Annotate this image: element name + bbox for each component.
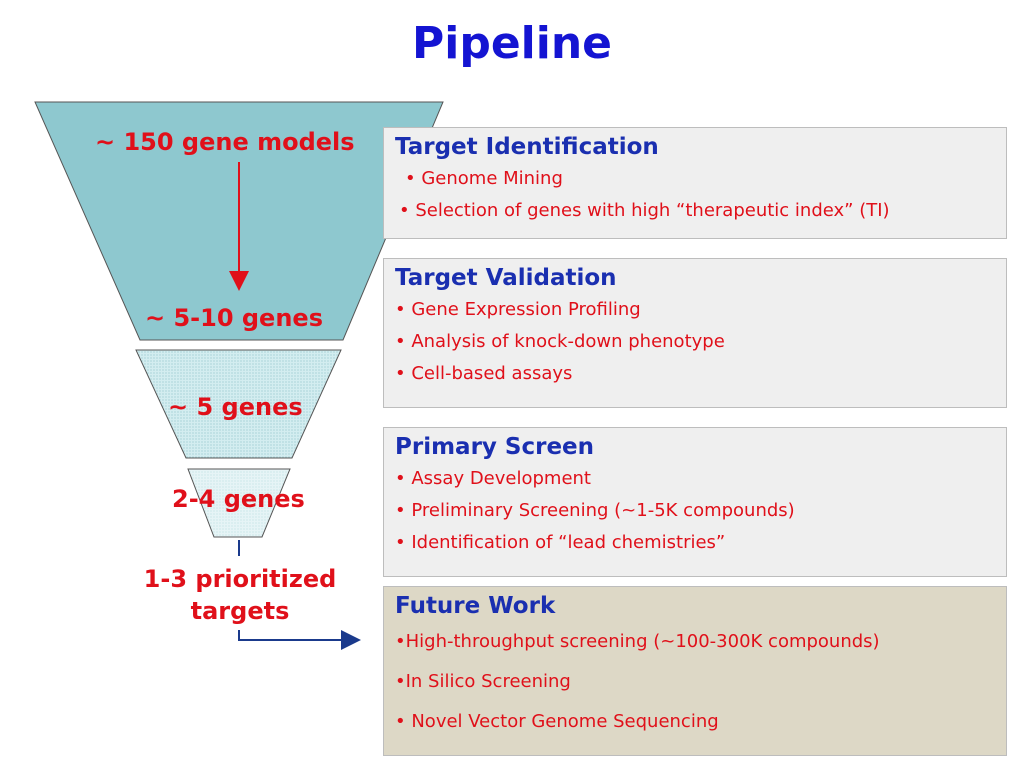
- box-heading: Future Work: [395, 593, 556, 619]
- list-item: • Genome Mining: [405, 168, 563, 189]
- funnel-bottom-segment: [187, 468, 291, 538]
- list-item: • Selection of genes with high “therapeu…: [399, 200, 890, 221]
- stage-label-prioritized-targets: 1-3 prioritized targets: [143, 565, 337, 625]
- box-future-work: Future Work •High-throughput screening (…: [383, 586, 1007, 756]
- stage-label-2-4-genes: 2-4 genes: [172, 485, 305, 513]
- list-item: • Cell-based assays: [395, 363, 573, 384]
- connector-arrow: [238, 630, 361, 650]
- list-item: • Gene Expression Profiling: [395, 299, 641, 320]
- stage-label-5-10-genes: ~ 5-10 genes: [145, 304, 323, 332]
- funnel-middle-segment: [135, 349, 342, 459]
- page-title: Pipeline: [412, 18, 612, 69]
- box-target-identification: Target Identification • Genome Mining • …: [383, 127, 1007, 239]
- stage-label-5-genes: ~ 5 genes: [168, 393, 303, 421]
- box-heading: Target Validation: [395, 265, 617, 291]
- box-target-validation: Target Validation • Gene Expression Prof…: [383, 258, 1007, 408]
- list-item: • Assay Development: [395, 468, 591, 489]
- box-primary-screen: Primary Screen • Assay Development • Pre…: [383, 427, 1007, 577]
- box-heading: Target Identification: [395, 134, 659, 160]
- list-item: • Analysis of knock-down phenotype: [395, 331, 725, 352]
- list-item: •In Silico Screening: [395, 671, 571, 692]
- stage-label-gene-models: ~ 150 gene models: [95, 128, 355, 156]
- list-item: •High-throughput screening (~100-300K co…: [395, 631, 880, 652]
- box-heading: Primary Screen: [395, 434, 595, 460]
- list-item: • Preliminary Screening (~1-5K compounds…: [395, 500, 795, 521]
- list-item: • Identification of “lead chemistries”: [395, 532, 726, 553]
- list-item: • Novel Vector Genome Sequencing: [395, 711, 719, 732]
